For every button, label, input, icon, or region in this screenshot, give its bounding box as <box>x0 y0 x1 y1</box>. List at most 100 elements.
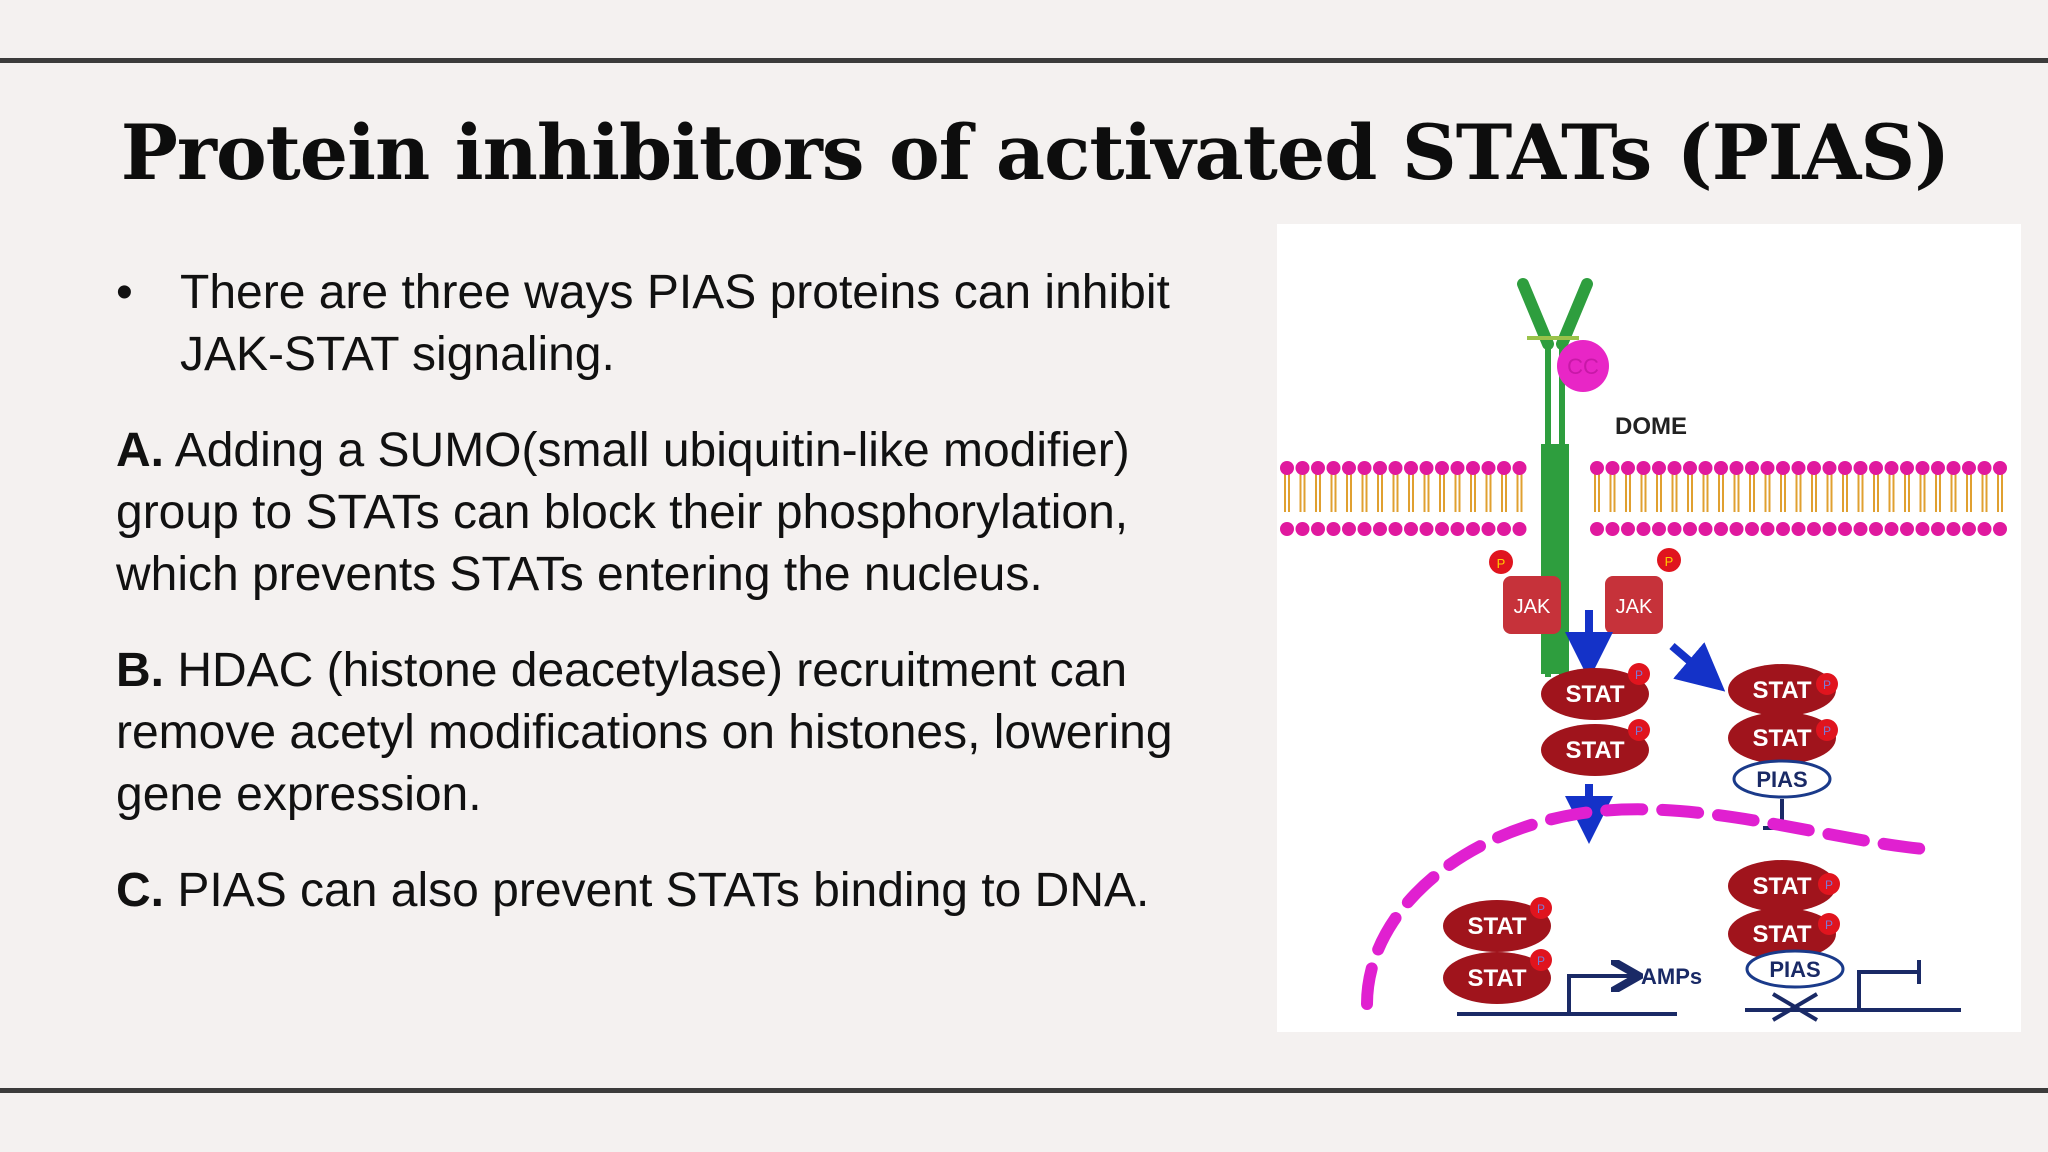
bottom-rule <box>0 1088 2048 1093</box>
lipid-head <box>1698 461 1713 475</box>
lipid-head <box>1621 522 1635 536</box>
lipid-head <box>1388 522 1403 536</box>
jak-left-phospho-label: P <box>1497 556 1506 571</box>
jak-left-label: JAK <box>1514 596 1551 618</box>
bullet-text: There are three ways PIAS proteins can i… <box>180 266 1170 381</box>
stat-phospho <box>1816 673 1838 695</box>
lipid-head <box>1326 461 1341 475</box>
lipid-head <box>1838 522 1852 536</box>
lipid-head <box>1450 461 1465 475</box>
bullet-marker: • <box>116 266 133 319</box>
lipid-head <box>1993 461 2007 475</box>
lipid-head <box>1931 522 1945 536</box>
paragraph-b-text: HDAC (histone deacetylase) recruitment c… <box>116 644 1173 821</box>
lipid-head <box>1280 522 1294 536</box>
lipid-head <box>1915 461 1930 475</box>
lipid-head <box>1791 461 1806 475</box>
lipid-head <box>1869 461 1883 475</box>
lipid-head <box>1404 461 1418 475</box>
jak-left: JAK P <box>1489 550 1561 634</box>
lipid-head <box>1357 461 1372 475</box>
pias-nucleus <box>1745 949 1845 989</box>
stat-phospho-label: P <box>1823 678 1831 692</box>
lipid-head <box>1977 461 1992 475</box>
lipid-head <box>1435 522 1449 536</box>
stat-label: STAT <box>1467 913 1526 940</box>
lipid-head <box>1311 522 1325 536</box>
stat-phospho-label: P <box>1537 954 1545 968</box>
stat-body <box>1728 860 1836 912</box>
lipid-head <box>1667 522 1682 536</box>
stat-body <box>1443 900 1551 952</box>
stat-phospho <box>1818 873 1840 895</box>
lipid-head <box>1652 461 1666 475</box>
lipid-head <box>1280 461 1294 475</box>
stat-label: STAT <box>1752 921 1811 948</box>
jak-left-phospho <box>1489 550 1513 574</box>
jak-right-phospho <box>1657 548 1681 572</box>
stat-phospho-label: P <box>1635 724 1643 738</box>
lipid-head <box>1404 522 1418 536</box>
lipid-head <box>1342 461 1356 475</box>
jak-right-label: JAK <box>1616 596 1653 618</box>
nuclear-envelope <box>1361 803 1943 1010</box>
receptor-label: DOME <box>1615 413 1687 440</box>
paragraph-b-label: B. <box>116 644 164 697</box>
lipid-head <box>1342 522 1356 536</box>
lipid-head <box>1853 461 1868 475</box>
lipid-head <box>1481 522 1496 536</box>
lipid-head <box>1373 461 1387 475</box>
stat-label: STAT <box>1565 681 1624 708</box>
arrow-diagonal <box>1669 642 1726 692</box>
lipid-head <box>1590 461 1604 475</box>
lipid-head <box>1621 461 1635 475</box>
lipid-head <box>1729 522 1744 536</box>
stat-phospho <box>1530 949 1552 971</box>
lipid-head <box>1698 522 1713 536</box>
lipid-head <box>1729 461 1744 475</box>
stat-label: STAT <box>1565 737 1624 764</box>
lipid-head <box>1419 461 1434 475</box>
paragraph-c: C. PIAS can also prevent STATs binding t… <box>116 860 1246 922</box>
lipid-head <box>1652 522 1666 536</box>
lipid-head <box>1419 522 1434 536</box>
lipid-head <box>1388 461 1403 475</box>
lipid-head <box>1295 461 1310 475</box>
pias-nucleus-label: PIAS <box>1769 957 1820 982</box>
stat-body <box>1541 724 1649 776</box>
promoter-arrow <box>1567 976 1635 1012</box>
lipid-head <box>1822 522 1837 536</box>
paragraph-b: B. HDAC (histone deacetylase) recruitmen… <box>116 640 1246 826</box>
lipid-head <box>1326 522 1341 536</box>
lipid-head <box>1791 522 1806 536</box>
target-gene-label: AMPs <box>1641 964 1702 989</box>
pias-cytoplasm <box>1732 759 1832 799</box>
stat-phospho <box>1818 913 1840 935</box>
jak-right-phospho-label: P <box>1665 554 1674 569</box>
lipid-head <box>1481 461 1496 475</box>
lipid-head <box>1466 461 1480 475</box>
slide-title: Protein inhibitors of activated STATs (P… <box>120 108 1950 197</box>
stat-phospho <box>1816 719 1838 741</box>
lipid-head <box>1357 522 1372 536</box>
lipid-head <box>1822 461 1837 475</box>
ligand-cc <box>1557 340 1609 392</box>
slide-body: • There are three ways PIAS proteins can… <box>116 262 1246 956</box>
lipid-head <box>1636 522 1651 536</box>
lipid-head <box>1993 522 2007 536</box>
lipid-head <box>1946 461 1961 475</box>
intro-bullet: • There are three ways PIAS proteins can… <box>116 262 1246 386</box>
binding-blocked-x <box>1771 992 1819 1022</box>
stat-phospho <box>1530 897 1552 919</box>
paragraph-a-text: Adding a SUMO(small ubiquitin-like modif… <box>116 424 1130 601</box>
stat-body <box>1728 908 1836 960</box>
lipid-head <box>1497 461 1511 475</box>
lipid-head <box>1977 522 1992 536</box>
lipid-head <box>1776 461 1790 475</box>
stat-label: STAT <box>1467 965 1526 992</box>
stat-label: STAT <box>1752 725 1811 752</box>
lipid-head <box>1683 522 1697 536</box>
